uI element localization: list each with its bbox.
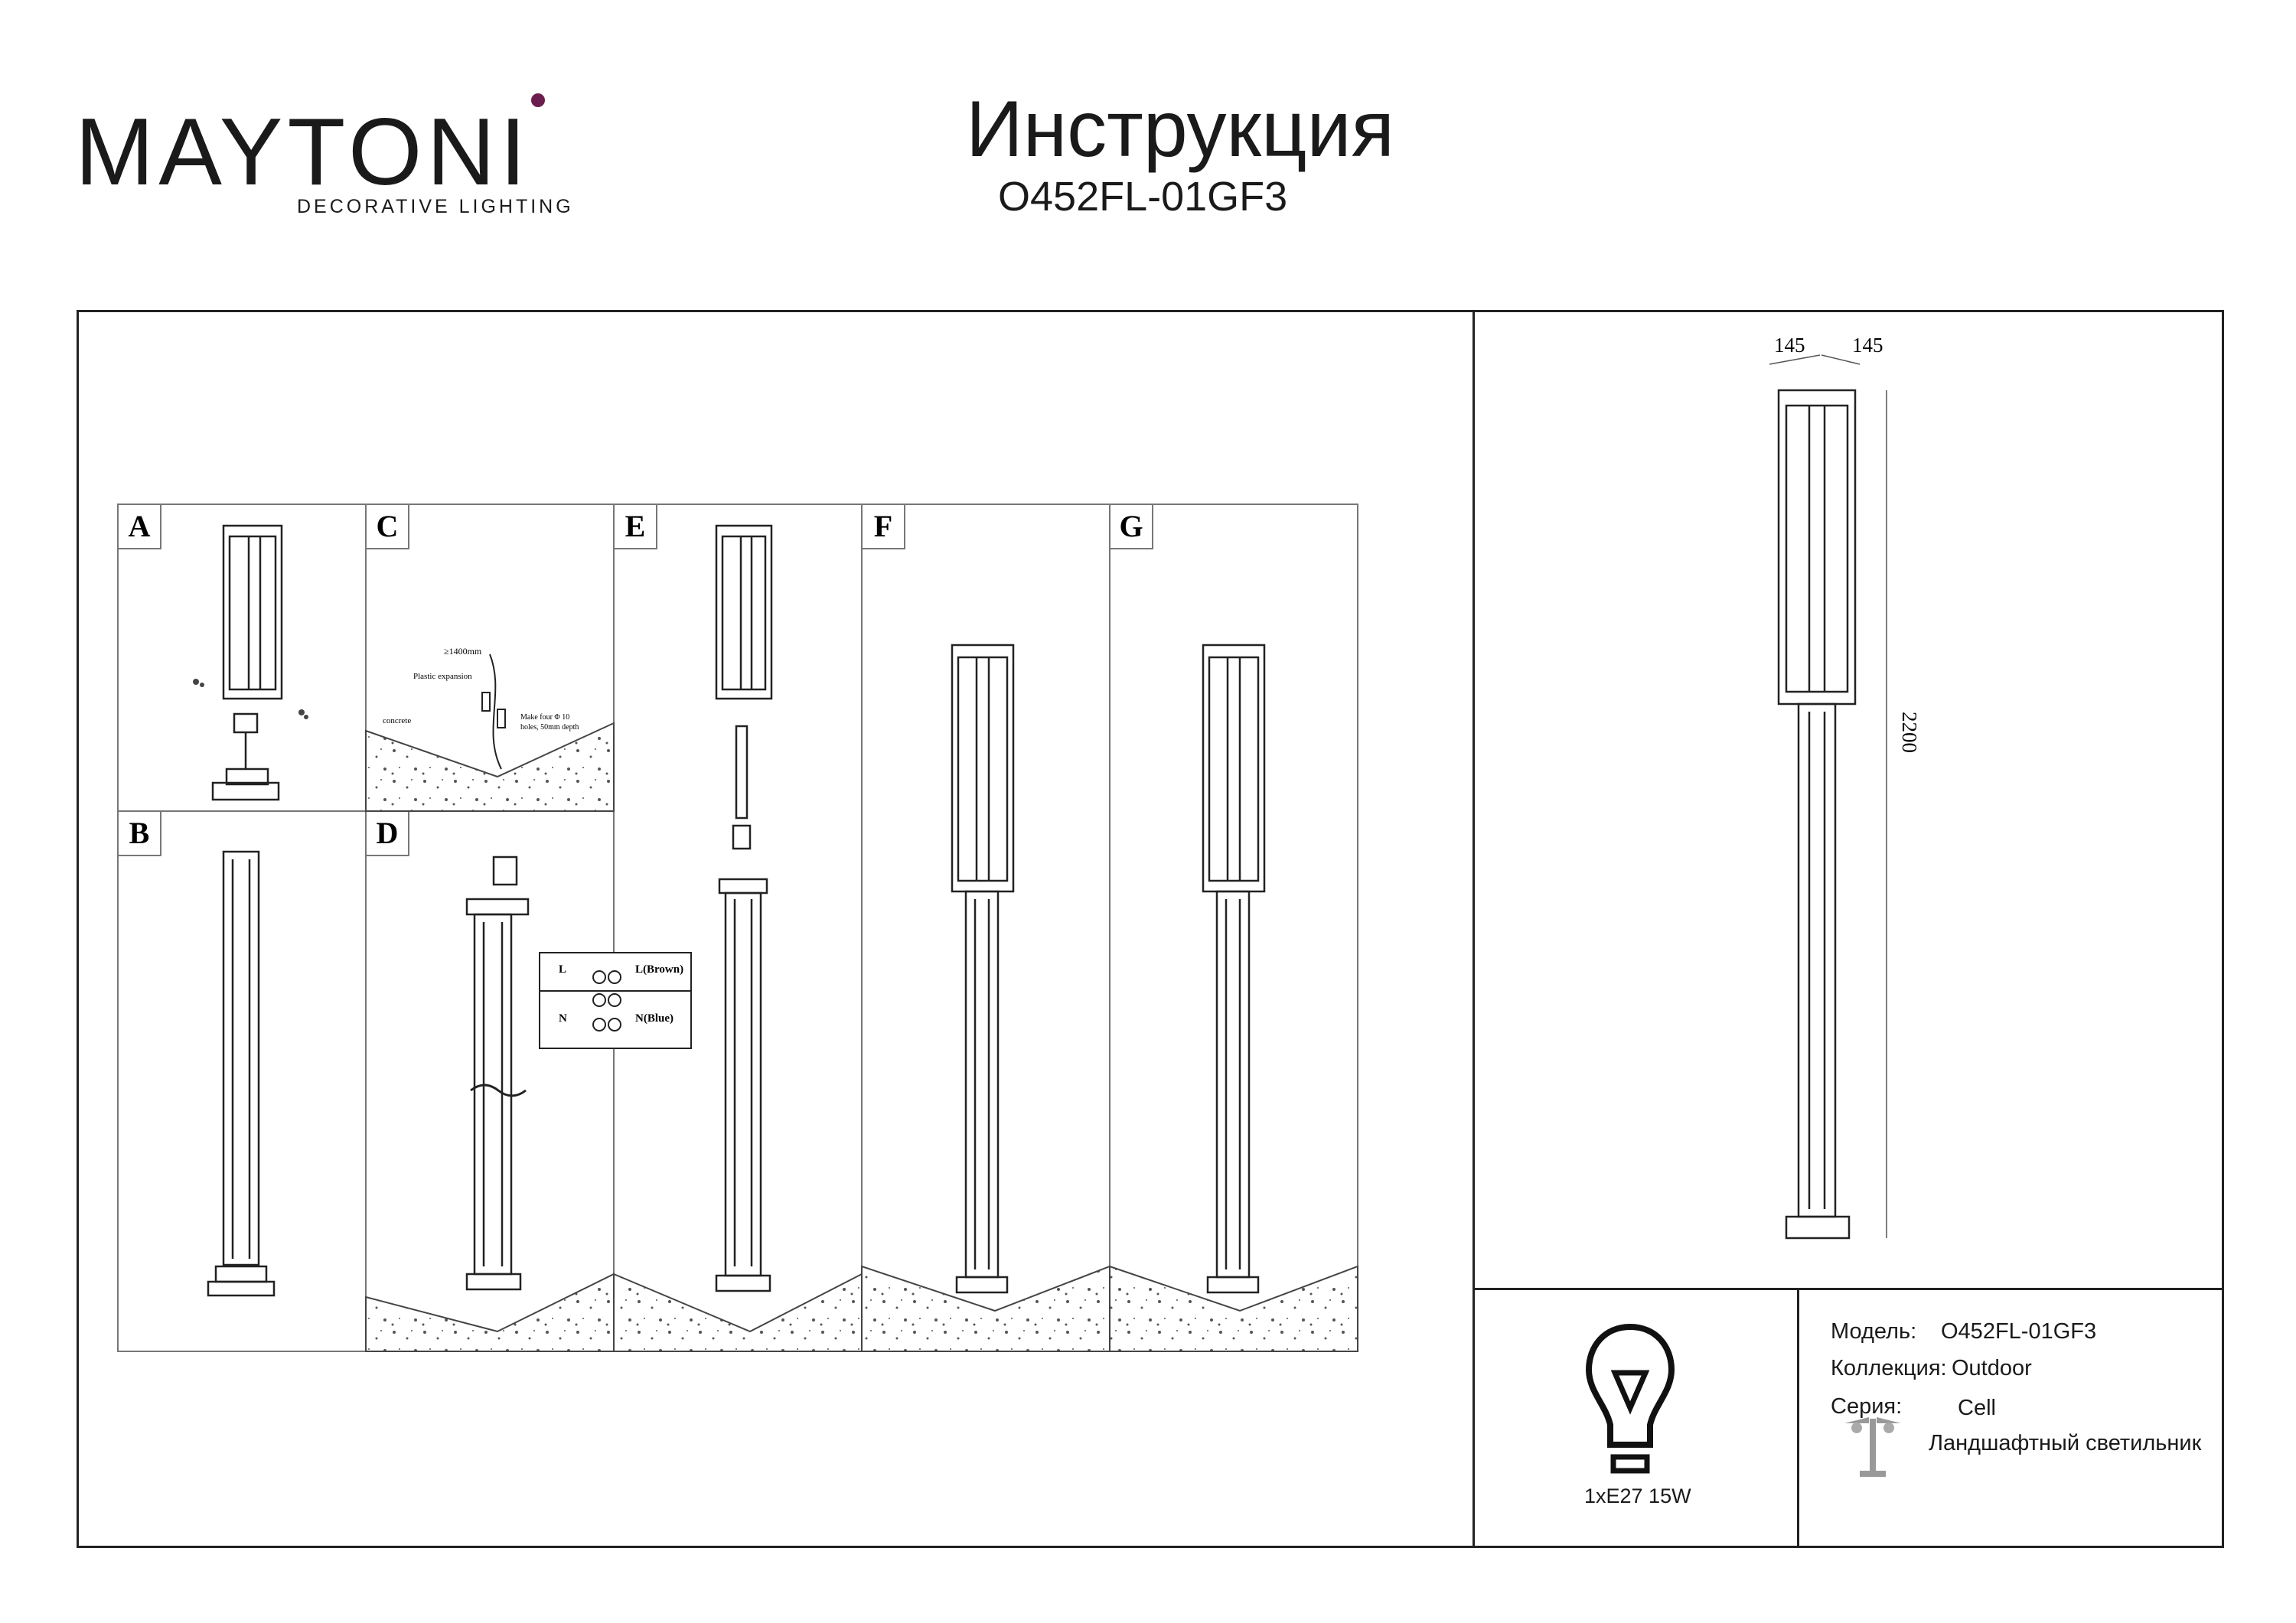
svg-text:B: B [129,816,150,850]
panel-c-holes-note-2: holes, 50mm depth [520,723,579,732]
model-value: O452FL-01GF3 [1941,1319,2097,1344]
panel-a-lantern [211,524,283,801]
frame-divider [1473,310,1475,1548]
panel-c-ground [365,722,615,812]
svg-text:F: F [874,509,892,543]
model-label: Модель: [1831,1319,1917,1344]
brand-logo: MAYTONI [75,99,531,205]
svg-text:E: E [625,509,646,543]
brand-tagline: DECORATIVE LIGHTING [297,196,574,217]
page-title: Инструкция [966,85,1394,174]
panel-f-label: F [861,504,905,549]
series-value: Cell [1958,1396,1996,1420]
steps-grid-border [117,504,1358,1352]
panel-g-luminaire [1202,644,1266,1294]
panel-e-ground [613,1273,863,1352]
panel-a-label: A [117,504,161,549]
dimension-height: 2200 [1898,712,1921,753]
type-value: Ландшафтный светильник [1929,1431,2202,1455]
svg-text:C: C [377,509,399,543]
panel-g-label: G [1109,504,1153,549]
dimension-luminaire [1777,389,1857,1240]
panel-c-cable [481,653,506,770]
panel-b-label: B [117,810,161,856]
model-code-heading: O452FL-01GF3 [998,174,1288,220]
wire-n-left: N [559,1012,567,1025]
frame-divider [1473,1288,2224,1290]
landscape-lamp-icon [1844,1417,1901,1477]
panel-c-concrete-note: concrete [383,716,411,725]
panel-f-ground [861,1265,1110,1352]
wire-l-right: L(Brown) [635,963,683,976]
installation-steps-diagram: A B C D E F G [117,504,1358,1352]
panel-e-assembly [715,524,773,1292]
panel-d-label: D [365,810,409,856]
collection-label: Коллекция: [1831,1356,1947,1380]
dimension-width-2: 145 [1852,334,1883,357]
panel-c-holes-note-1: Make four Φ 10 [520,713,569,722]
panel-c-expansion-note: Plastic expansion [413,672,472,681]
svg-text:A: A [129,509,151,543]
panel-d-pole [465,855,530,1291]
power-rating: 1xE27 15W [1584,1484,1691,1507]
panel-a-screws [193,679,308,719]
panel-c-depth-note: ≥1400mm [444,646,482,657]
dimension-lines [1769,354,1887,1238]
wire-n-right: N(Blue) [635,1012,673,1025]
svg-text:D: D [377,816,399,850]
lightbulb-icon [1585,1323,1675,1474]
frame-divider [1797,1288,1799,1548]
panel-g-ground [1109,1265,1358,1352]
dimension-drawing: 145 145 2200 [1769,334,1921,1240]
instruction-frame [77,310,2224,1548]
panel-c-label: C [365,504,409,549]
svg-text:G: G [1119,509,1143,543]
panel-f-luminaire [951,644,1015,1294]
logo-dot [531,93,545,107]
panel-b-pole [207,850,276,1297]
wire-l-left: L [559,963,566,976]
series-label: Серия: [1831,1394,1903,1419]
collection-value: Outdoor [1952,1356,2032,1380]
dimension-width-1: 145 [1774,334,1805,357]
panel-d-ground [365,1273,615,1352]
panel-d-wiring-box [539,952,692,1049]
panel-e-label: E [613,504,657,549]
